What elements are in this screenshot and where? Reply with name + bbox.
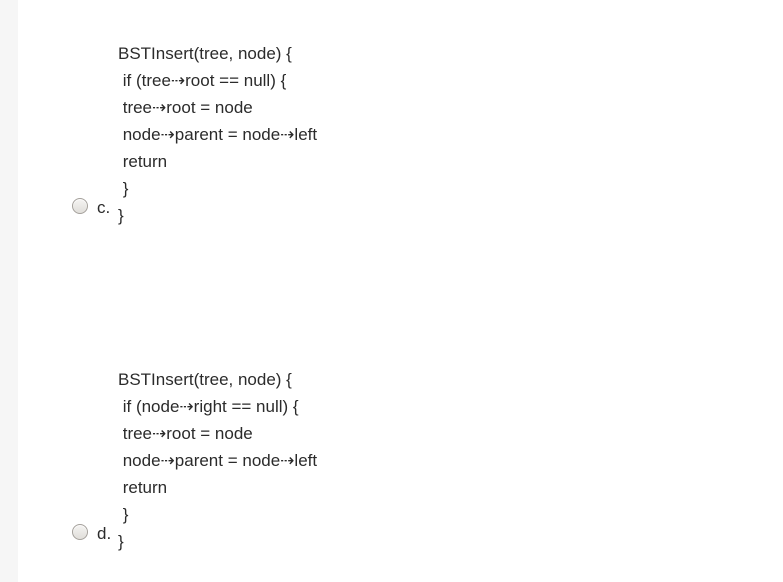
radio-option-d[interactable] (72, 524, 88, 540)
option-c-code-block: BSTInsert(tree, node) { if (tree⇢root ==… (118, 44, 318, 225)
option-d-code-block: BSTInsert(tree, node) { if (node⇢right =… (118, 370, 318, 551)
option-label-c: c. (97, 198, 111, 217)
radio-option-c[interactable] (72, 198, 88, 214)
option-label-d: d. (97, 524, 112, 543)
left-gutter (0, 0, 18, 582)
